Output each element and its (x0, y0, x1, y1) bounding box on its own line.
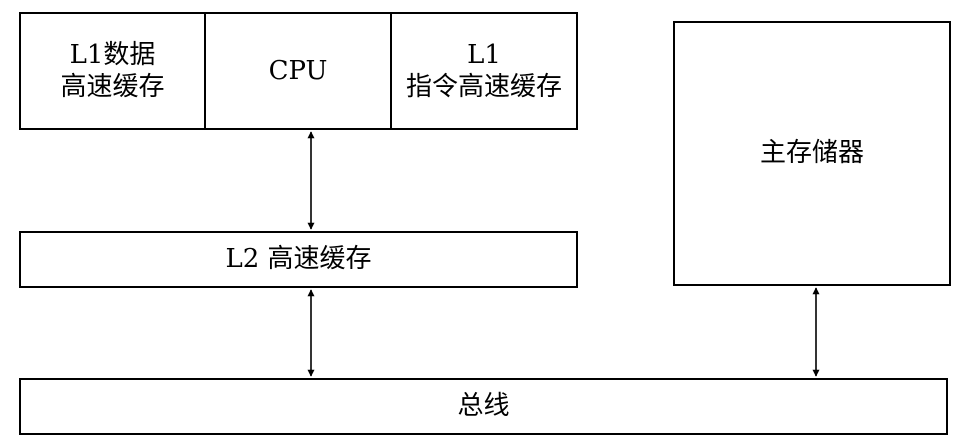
cpu-divider-right (390, 12, 392, 130)
cpu: CPU (206, 14, 390, 128)
l1-instruction-cache-line1: L1 (467, 39, 501, 70)
cpu-divider-left (204, 12, 206, 130)
bus-label-wrap: 总线 (21, 380, 946, 433)
cpu-block (19, 12, 578, 130)
cpu-label: CPU (268, 55, 328, 86)
l2-cache (19, 231, 578, 288)
l1-instruction-cache: L1 指令高速缓存 (392, 14, 576, 128)
l1-data-cache-line2: 高速缓存 (60, 72, 165, 102)
l1-data-cache: L1数据 高速缓存 (21, 14, 204, 128)
main-memory-label: 主存储器 (759, 138, 864, 169)
main-memory-label-wrap: 主存储器 (675, 23, 949, 284)
l2-cache-label: L2 高速缓存 (225, 244, 372, 275)
bus (19, 378, 948, 435)
bus-label: 总线 (457, 391, 510, 422)
l1-instruction-cache-line2: 指令高速缓存 (405, 72, 562, 102)
main-memory (673, 21, 951, 286)
l1-data-cache-line1: L1数据 (69, 39, 156, 70)
l2-cache-label-wrap: L2 高速缓存 (21, 233, 576, 286)
